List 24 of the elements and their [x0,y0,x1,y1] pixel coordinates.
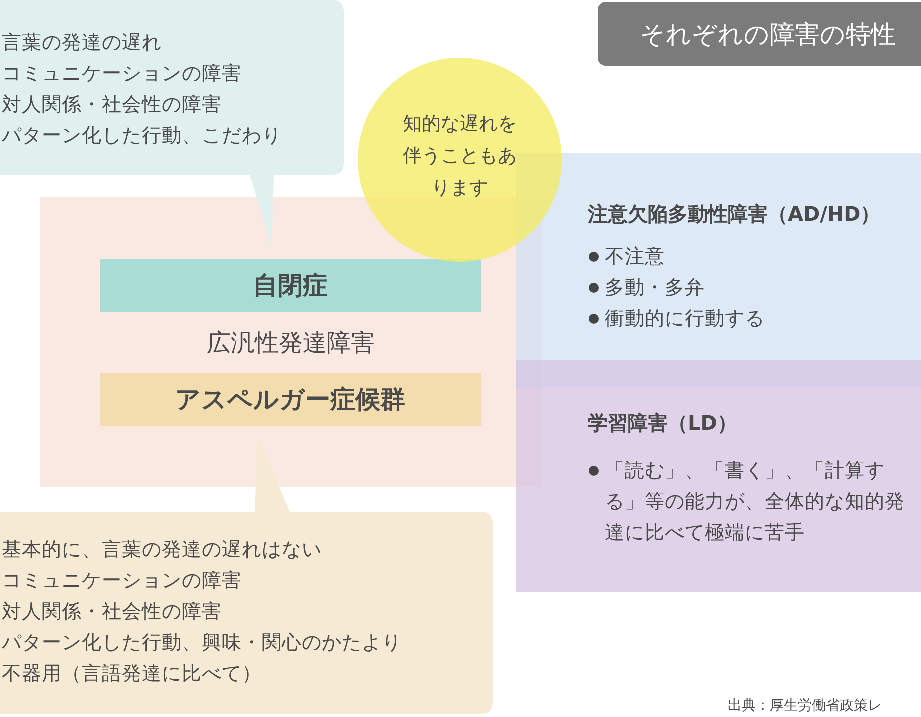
bullet-item: 多動・多弁 [588,272,705,303]
disorder-panel [516,360,921,592]
disorder-band: 自閉症 [100,259,481,312]
list-item: 不器用（言語発達に比べて） [2,661,262,687]
list-item: 対人関係・社会性の障害 [2,92,222,118]
disorder-band: アスペルガー症候群 [100,373,481,426]
list-item: 対人関係・社会性の障害 [2,599,222,625]
list-item: コミュニケーションの障害 [2,61,242,87]
bullet-item: 衝動的に行動する [588,303,765,334]
bullet-item: 「読む」、「書く」、「計算する」等の能力が、全体的な知的発達に比べて極端に苦手 [588,455,921,548]
list-item: 基本的に、言葉の発達の遅れはない [2,537,322,563]
list-item: コミュニケーションの障害 [2,568,242,594]
list-item: 言葉の発達の遅れ [2,30,162,56]
panel-heading: 学習障害（LD） [588,410,738,437]
speech-bubble [0,436,493,714]
source-note: 出典：厚生労働省政策レ [728,697,882,715]
category-label: 広汎性発達障害 [207,328,375,359]
speech-bubble [0,0,344,248]
list-item: パターン化した行動、こだわり [2,123,282,149]
title-banner: それぞれの障害の特性 [598,2,921,66]
panel-heading: 注意欠陥多動性障害（AD/HD） [588,201,881,228]
note-circle: 知的な遅れを伴うこともあります [358,58,562,262]
list-item: パターン化した行動、興味・関心のかたより [2,630,402,656]
bullet-item: 不注意 [588,241,665,272]
